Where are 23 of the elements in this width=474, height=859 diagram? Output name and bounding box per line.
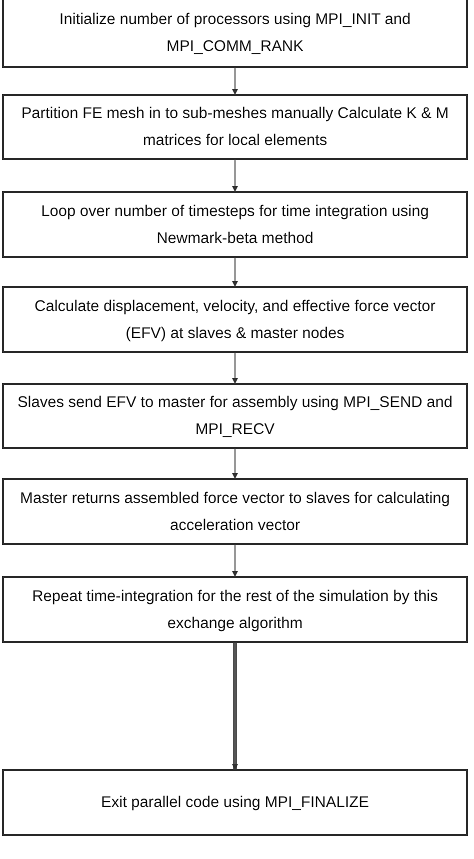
process-box (2, 478, 468, 545)
step-text: Calculate displacement, velocity, and effective force vector (EFV) at slaves & master nodes (34, 296, 436, 344)
process-box (2, 576, 468, 643)
arrow (232, 353, 238, 384)
step-text: Partition FE mesh in to sub-meshes manually Calculate K & M matrices for local elements (20, 104, 450, 151)
process-box (2, 94, 468, 160)
step-text: Loop over number of timesteps for time integration using Newmark-beta method (40, 202, 430, 248)
step-text: Exit parallel code using MPI_FINALIZE (100, 793, 370, 813)
step-text: Master returns assembled force vector to slaves for calculating acceleration vector (19, 488, 451, 536)
process-box (2, 0, 468, 68)
arrow (232, 258, 238, 287)
step-text: Repeat time-integration for the rest of the simulation by this exchange algorithm (31, 586, 439, 634)
arrow (232, 545, 238, 577)
process-box (2, 383, 468, 449)
process-box (2, 769, 468, 836)
arrow (232, 160, 238, 192)
process-box (2, 286, 468, 353)
step-text: Initialize number of processors using MPI_INIT and MPI_COMM_RANK (58, 10, 412, 57)
arrow (232, 449, 238, 479)
arrow (232, 68, 238, 95)
arrow (232, 643, 238, 770)
process-box (2, 191, 468, 258)
step-text: Slaves send EFV to master for assembly using MPI_SEND and MPI_RECV (16, 393, 454, 440)
